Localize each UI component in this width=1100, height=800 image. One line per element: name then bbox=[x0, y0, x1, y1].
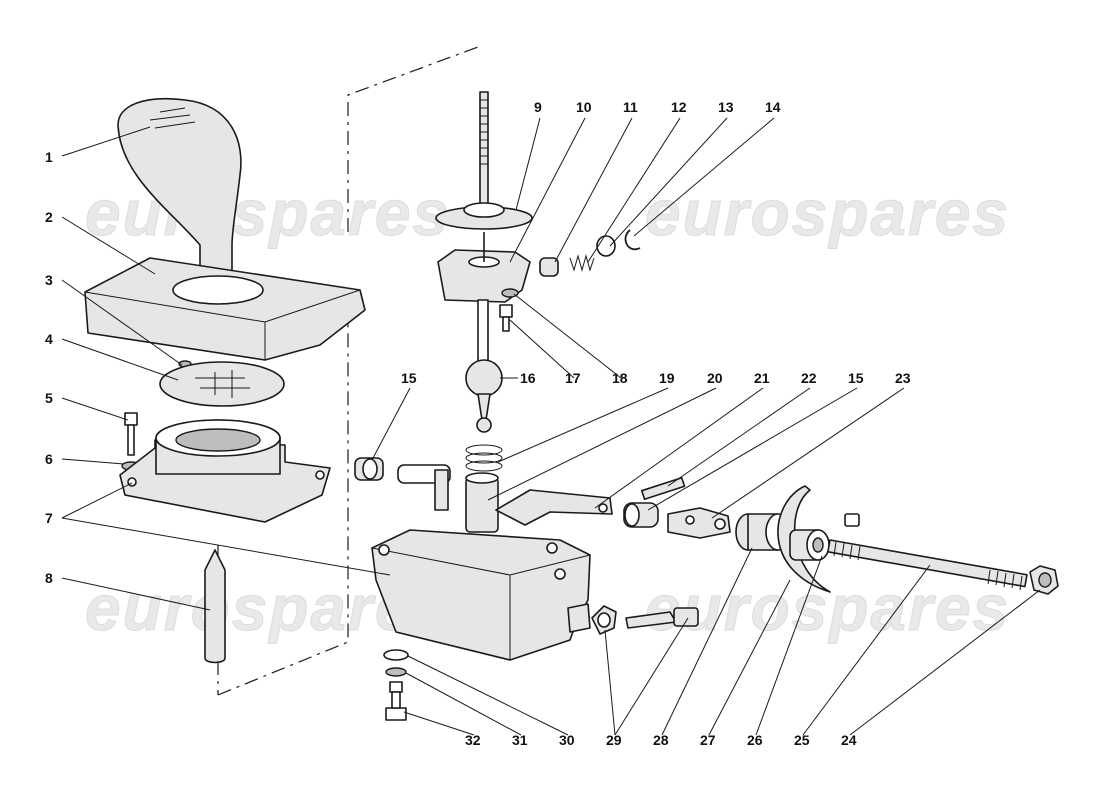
pin-22 bbox=[640, 476, 686, 501]
spring-12 bbox=[569, 254, 595, 272]
callout-15-right: 15 bbox=[848, 370, 864, 386]
nut-24 bbox=[1029, 565, 1059, 595]
callout-8: 8 bbox=[45, 570, 53, 586]
gate-housing bbox=[119, 419, 331, 523]
callout-9: 9 bbox=[534, 99, 542, 115]
callout-7: 7 bbox=[45, 510, 53, 526]
callout-20: 20 bbox=[707, 370, 723, 386]
washer-31 bbox=[385, 667, 407, 677]
callout-5: 5 bbox=[45, 390, 53, 406]
pin bbox=[204, 549, 226, 664]
callout-15-left: 15 bbox=[401, 370, 417, 386]
gate-plate bbox=[159, 361, 285, 407]
shield-27 bbox=[777, 485, 831, 593]
callout-25: 25 bbox=[794, 732, 810, 748]
callout-13: 13 bbox=[718, 99, 734, 115]
callout-11: 11 bbox=[623, 99, 638, 115]
leader-lines bbox=[61, 117, 1041, 736]
callout-16: 16 bbox=[520, 370, 536, 386]
callout-labels: 1 2 3 4 5 6 7 8 9 10 11 12 13 14 15 16 1… bbox=[45, 99, 911, 748]
bushing-11 bbox=[539, 257, 559, 277]
callout-22: 22 bbox=[801, 370, 817, 386]
callout-17: 17 bbox=[565, 370, 581, 386]
callout-29: 29 bbox=[606, 732, 622, 748]
callout-30: 30 bbox=[559, 732, 575, 748]
ball-joint-16 bbox=[465, 299, 503, 433]
callout-23: 23 bbox=[895, 370, 911, 386]
callout-18: 18 bbox=[612, 370, 628, 386]
callout-4: 4 bbox=[45, 331, 53, 347]
circlip-14 bbox=[624, 229, 641, 251]
callout-28: 28 bbox=[653, 732, 669, 748]
callout-14: 14 bbox=[765, 99, 781, 115]
boundary-bottom bbox=[217, 320, 349, 696]
callout-3: 3 bbox=[45, 272, 53, 288]
reverse-switch-29 bbox=[591, 605, 699, 635]
gearbox-housing bbox=[371, 529, 591, 661]
callout-21: 21 bbox=[754, 370, 770, 386]
callout-31: 31 bbox=[512, 732, 528, 748]
watermark-2: eurospares bbox=[645, 177, 1010, 249]
watermark-4: eurospares bbox=[645, 572, 1010, 644]
clip bbox=[844, 513, 860, 527]
callout-10: 10 bbox=[576, 99, 592, 115]
selector-lever-20 bbox=[397, 464, 499, 533]
boot-plate-9 bbox=[435, 202, 533, 230]
washer-18 bbox=[501, 288, 519, 298]
screw-17 bbox=[499, 304, 513, 332]
callout-26: 26 bbox=[747, 732, 763, 748]
callout-12: 12 bbox=[671, 99, 687, 115]
boundary-top bbox=[347, 46, 479, 232]
watermark-1: eurospares bbox=[85, 177, 450, 249]
washer-30 bbox=[383, 649, 409, 661]
callout-24: 24 bbox=[841, 732, 857, 748]
universal-joint-23 bbox=[667, 507, 731, 539]
callout-1: 1 bbox=[45, 149, 53, 165]
callout-6: 6 bbox=[45, 451, 53, 467]
bolt-32 bbox=[385, 681, 407, 721]
fork-shaft-21 bbox=[495, 489, 613, 526]
cover-plate bbox=[84, 257, 366, 361]
callout-27: 27 bbox=[700, 732, 716, 748]
callout-32: 32 bbox=[465, 732, 481, 748]
callout-2: 2 bbox=[45, 209, 53, 225]
sleeve-26 bbox=[789, 529, 830, 561]
spring-19 bbox=[465, 444, 503, 472]
bushing-15-left bbox=[354, 457, 384, 481]
callout-19: 19 bbox=[659, 370, 675, 386]
cap-13 bbox=[596, 235, 616, 257]
